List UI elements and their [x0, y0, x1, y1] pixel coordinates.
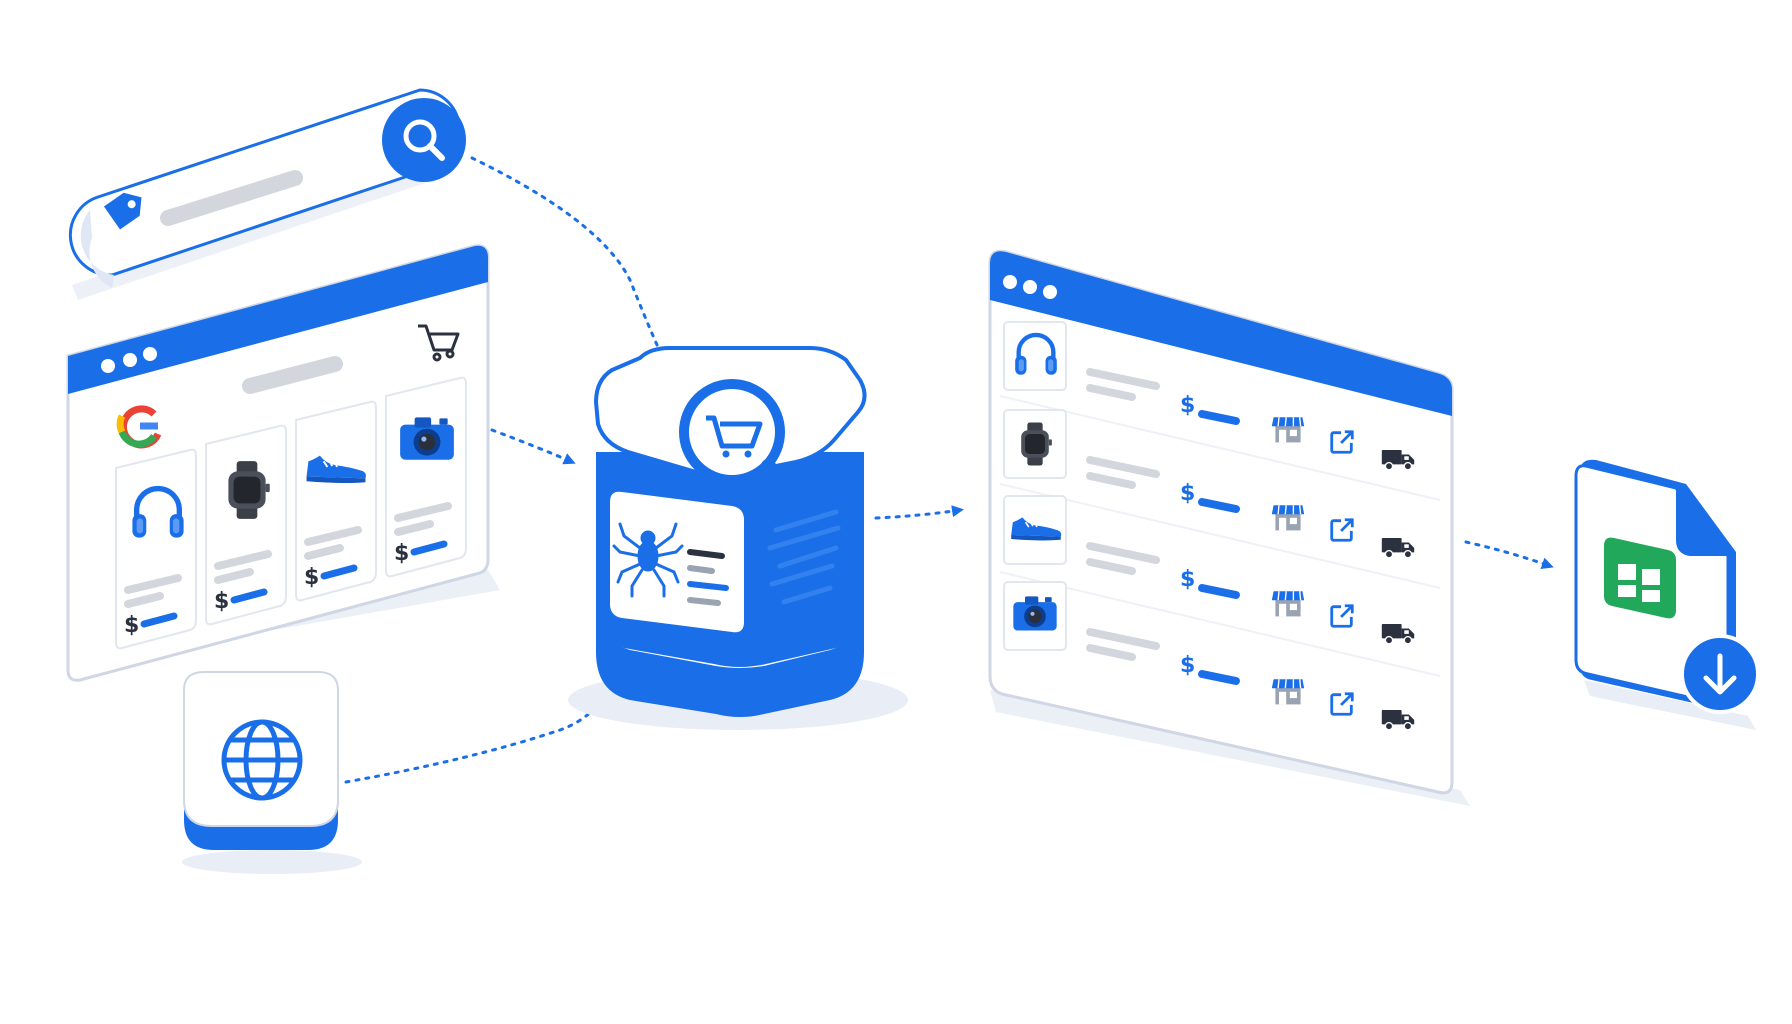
product-price-symbol: $: [304, 565, 319, 590]
search-query-placeholder: [160, 170, 303, 226]
arrow-engine-to-results: [874, 505, 964, 520]
spider-icon: [612, 522, 684, 598]
web-source-tile[interactable]: [182, 671, 362, 874]
product-price-symbol: $: [214, 589, 229, 614]
arrow-results-to-sheet: [1464, 540, 1554, 570]
search-bar[interactable]: [68, 88, 466, 300]
url-bar-placeholder: [242, 356, 343, 394]
store-icon[interactable]: [1271, 678, 1305, 706]
result-price-symbol: $: [1180, 653, 1195, 678]
arrow-search-to-engine: [470, 156, 665, 360]
store-icon[interactable]: [1271, 590, 1305, 618]
result-row[interactable]: $: [1003, 581, 1415, 731]
shopping-cart-icon[interactable]: [418, 324, 460, 362]
store-icon[interactable]: [1271, 416, 1305, 444]
parsed-data-lines: [687, 549, 729, 606]
result-price-symbol: $: [1180, 393, 1195, 418]
cart-magnifier-icon: [679, 379, 801, 497]
engine-front-panel: [610, 491, 744, 633]
product-card[interactable]: $: [385, 376, 467, 578]
result-price-symbol: $: [1180, 567, 1195, 592]
result-row[interactable]: $: [999, 321, 1441, 501]
result-row[interactable]: $: [999, 409, 1441, 589]
google-logo-icon: [116, 405, 162, 449]
arrow-globe-to-engine: [344, 668, 621, 784]
results-browser-window: $ $ $: [988, 249, 1470, 806]
price-tag-icon: [103, 192, 142, 230]
window-controls: [101, 347, 157, 373]
product-card[interactable]: $: [295, 400, 377, 602]
product-price-symbol: $: [124, 613, 139, 638]
search-button[interactable]: [382, 98, 466, 182]
search-icon: [403, 119, 445, 161]
arrow-store-to-engine: [490, 428, 576, 465]
product-card[interactable]: $: [115, 448, 197, 650]
product-card[interactable]: $: [205, 424, 287, 626]
store-browser-window: $ $ $ $: [66, 244, 500, 682]
result-price-symbol: $: [1180, 481, 1195, 506]
download-icon: [1703, 653, 1737, 695]
window-controls: [1003, 275, 1057, 299]
spreadsheet-export[interactable]: [1574, 459, 1760, 730]
result-row[interactable]: $: [999, 495, 1441, 677]
store-icon[interactable]: [1271, 504, 1305, 532]
product-price-symbol: $: [394, 541, 409, 566]
scraper-engine: [568, 346, 908, 730]
globe-icon: [221, 719, 303, 801]
engine-side-texture: [767, 509, 841, 605]
spreadsheet-icon: [1604, 537, 1676, 619]
download-button[interactable]: [1680, 634, 1760, 714]
